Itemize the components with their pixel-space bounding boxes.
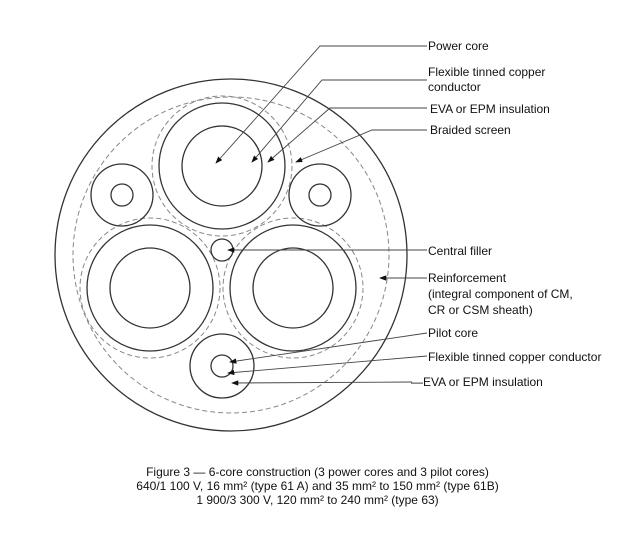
caption-line-1: Figure 3 — 6-core construction (3 power … <box>146 465 489 479</box>
label-pilot-insulation: —EVA or EPM insulation <box>411 375 543 389</box>
label-reinforcement-line3: CR or CSM sheath) <box>428 303 533 317</box>
label-power-core: Power core <box>428 39 489 53</box>
power-core-top <box>151 95 293 237</box>
pilot-core-left <box>90 163 154 227</box>
label-pilot-core: Pilot core <box>428 326 478 340</box>
reinforcement-ring <box>72 96 390 414</box>
label-reinforcement-line1: Reinforcement <box>428 271 507 285</box>
label-pilot-conductor: Flexible tinned copper conductor <box>428 350 601 364</box>
power-core-right <box>222 217 364 359</box>
label-eva-insulation: EVA or EPM insulation <box>430 102 550 116</box>
caption-line-2: 640/1 100 V, 16 mm² (type 61 A) and 35 m… <box>136 479 499 493</box>
label-reinforcement-line2: (integral component of CM, <box>428 287 573 301</box>
outer-sheath <box>54 78 408 432</box>
label-flexible-conductor-line1: Flexible tinned copper <box>428 65 545 79</box>
label-flexible-conductor-line2: conductor <box>428 80 481 94</box>
caption-line-3: 1 900/3 300 V, 120 mm² to 240 mm² (type … <box>196 493 439 507</box>
power-core-left <box>79 217 221 359</box>
label-central-filler: Central filler <box>428 244 492 258</box>
pilot-core-right <box>288 163 352 227</box>
figure-caption: Figure 3 — 6-core construction (3 power … <box>0 465 635 507</box>
leader-lines <box>215 45 428 386</box>
label-braided-screen: Braided screen <box>430 123 511 137</box>
pilot-core-bottom <box>189 333 255 399</box>
